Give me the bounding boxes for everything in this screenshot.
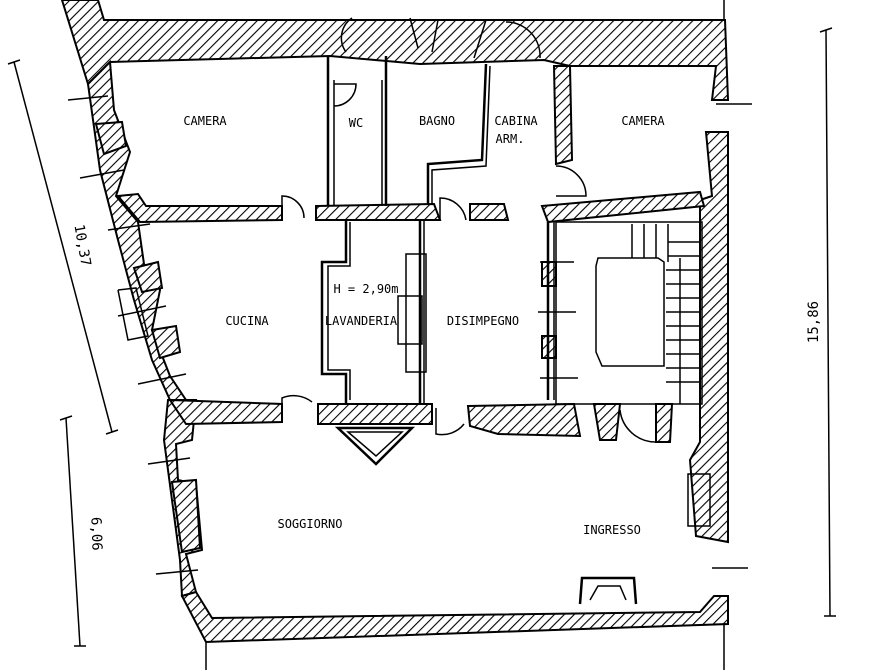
pier-window-4 (170, 478, 202, 554)
label-bagno: BAGNO (419, 114, 455, 128)
stair-treads-top (631, 224, 700, 262)
wall-bedroom-south-right (469, 203, 510, 221)
label-cabina-1: CABINA (494, 114, 538, 128)
bay-window (334, 426, 416, 466)
bagno-cabina-wall-inner (431, 65, 491, 204)
window-markers (67, 95, 752, 575)
dim-line-left-lower (65, 417, 81, 647)
dim-line-left-upper (13, 61, 113, 433)
bay-fixtures (334, 426, 711, 605)
stair-landing (595, 257, 665, 367)
door-top-arc-1 (340, 17, 353, 53)
dimension-lines (7, 0, 836, 670)
pier-window-3 (150, 324, 182, 360)
door-top-arc-5 (431, 19, 439, 53)
fireplace (578, 576, 638, 605)
fireplace-inner (589, 585, 627, 601)
label-ingresso: INGRESSO (583, 523, 641, 537)
wall-bottom (180, 590, 729, 644)
label-camera-left: CAMERA (183, 114, 227, 128)
label-soggiorno: SOGGIORNO (277, 517, 342, 531)
stair-treads-right (666, 258, 700, 404)
label-height-note: H = 2,90m (333, 282, 398, 296)
door-camera-left (281, 195, 305, 220)
wall-stair-south-b (655, 403, 674, 443)
bay-window-inner (345, 431, 404, 458)
partitions (320, 56, 703, 405)
radiator-ingresso (687, 473, 711, 527)
wall-bedroom-south-left (116, 192, 283, 224)
dim-label-left-lower: 6,06 (87, 517, 104, 551)
door-camera-right (555, 165, 587, 197)
stair-room-outline (555, 221, 703, 405)
wall-stair-south-a (592, 403, 622, 441)
pier-window-2 (132, 260, 164, 294)
dim-label-left-upper: 10,37 (70, 223, 93, 267)
wall-mid-left (168, 398, 283, 426)
door-stair (619, 409, 657, 443)
wall-top (60, 0, 730, 101)
label-cabina-2: ARM. (496, 132, 525, 146)
wall-mid-center (317, 403, 433, 425)
dim-line-right (825, 29, 831, 617)
door-disimpegno-south (435, 408, 465, 436)
label-cucina: CUCINA (225, 314, 269, 328)
doors (281, 17, 657, 443)
door-top-arc-2 (409, 17, 419, 49)
staircase (595, 224, 700, 404)
dimension-labels: 10,37 6,06 15,86 (70, 223, 822, 551)
label-disimpegno: DISIMPEGNO (447, 314, 519, 328)
door-kitchen-soggiorno (281, 394, 313, 422)
label-camera-right: CAMERA (621, 114, 665, 128)
wall-bedroom-south-mid (315, 202, 442, 221)
dim-label-right: 15,86 (806, 301, 822, 343)
lavanderia-west (320, 220, 348, 404)
label-lavanderia: LAVANDERIA (325, 314, 398, 328)
appliance-box (397, 295, 423, 345)
door-wc (333, 83, 357, 107)
wall-cabina-east (552, 65, 574, 166)
pier-window-1 (94, 120, 128, 156)
lavanderia-west-inner (327, 222, 351, 400)
room-labels: CAMERA WC BAGNO CABINA ARM. CAMERA CUCIN… (183, 114, 665, 537)
door-bagno (439, 197, 467, 221)
door-top-arc-4 (505, 21, 541, 59)
interior-walls (94, 65, 706, 554)
wall-mid-right (466, 402, 582, 438)
door-top-arc-3 (473, 19, 487, 59)
appliance-column (405, 253, 427, 373)
wall-right (688, 131, 729, 544)
bagno-cabina-wall (426, 63, 488, 204)
wall-bedroom-south-far (540, 190, 706, 224)
label-wc: WC (349, 116, 363, 130)
